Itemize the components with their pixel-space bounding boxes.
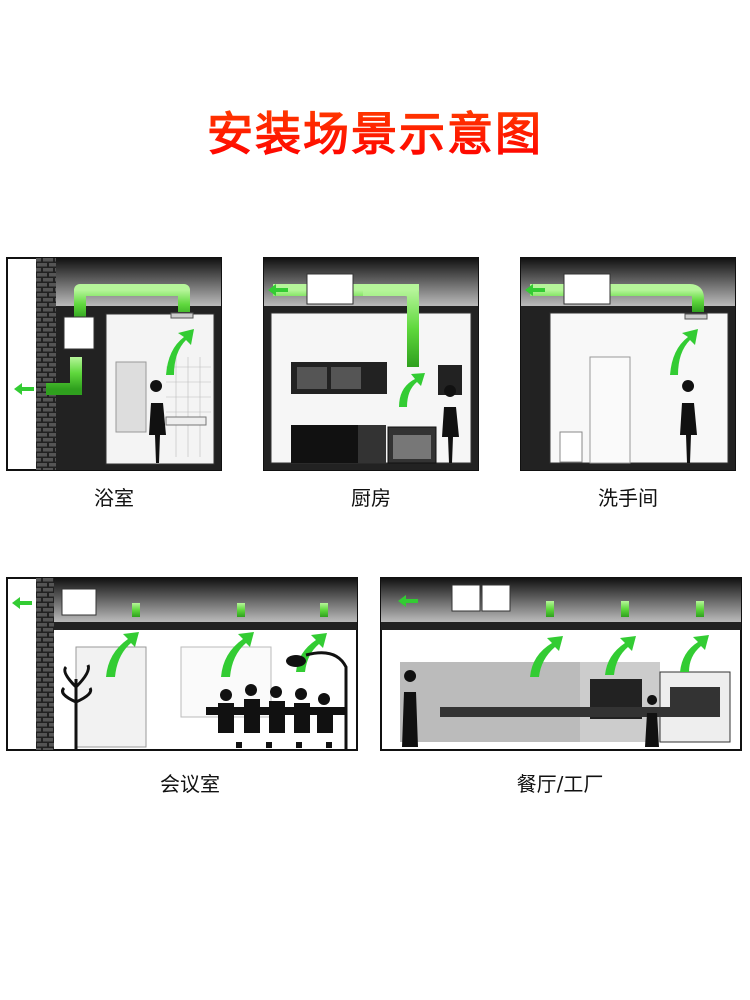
scene-label: 洗手间 xyxy=(598,486,658,510)
scene-label: 浴室 xyxy=(94,486,134,510)
scene-kitchen xyxy=(263,257,479,471)
scene-bathroom xyxy=(6,257,222,471)
scene-meeting-room xyxy=(6,577,358,751)
brick-wall xyxy=(36,258,56,470)
scene-label: 厨房 xyxy=(351,486,391,510)
scene-restaurant-factory xyxy=(380,577,742,751)
scene-label: 餐厅/工厂 xyxy=(516,772,604,796)
page-title: 安装场景示意图 xyxy=(207,107,543,161)
fan-unit xyxy=(451,584,481,612)
fan-unit xyxy=(563,273,611,305)
scene-label: 会议室 xyxy=(160,772,220,796)
fan-unit xyxy=(63,316,95,350)
fan-unit xyxy=(306,273,354,305)
brick-wall xyxy=(36,578,54,750)
fan-unit xyxy=(481,584,511,612)
fan-unit xyxy=(61,588,97,616)
scene-restroom xyxy=(520,257,736,471)
